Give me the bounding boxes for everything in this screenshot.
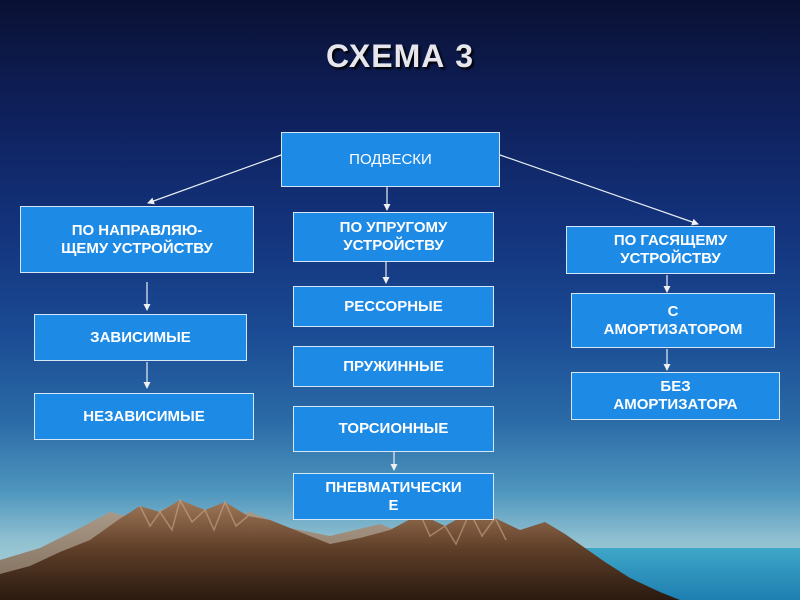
node-with-shock-absorber: С АМОРТИЗАТОРОМ [571,293,775,348]
connector-root-to-damping [500,155,698,224]
node-by-damping-device: ПО ГАСЯЩЕМУ УСТРОЙСТВУ [566,226,775,274]
node-by-elastic-device: ПО УПРУГОМУ УСТРОЙСТВУ [293,212,494,262]
node-torsion: ТОРСИОННЫЕ [293,406,494,452]
node-leaf-spring: РЕССОРНЫЕ [293,286,494,327]
node-pneumatic: ПНЕВМАТИЧЕСКИ Е [293,473,494,520]
connector-root-to-guide [148,155,281,203]
node-suspensions: ПОДВЕСКИ [281,132,500,187]
node-independent: НЕЗАВИСИМЫЕ [34,393,254,440]
node-by-guide-device: ПО НАПРАВЛЯЮ- ЩЕМУ УСТРОЙСТВУ [20,206,254,273]
diagram-title: СХЕМА 3 [0,38,800,75]
node-dependent: ЗАВИСИМЫЕ [34,314,247,361]
node-without-shock-absorber: БЕЗ АМОРТИЗАТОРА [571,372,780,420]
node-coil-spring: ПРУЖИННЫЕ [293,346,494,387]
